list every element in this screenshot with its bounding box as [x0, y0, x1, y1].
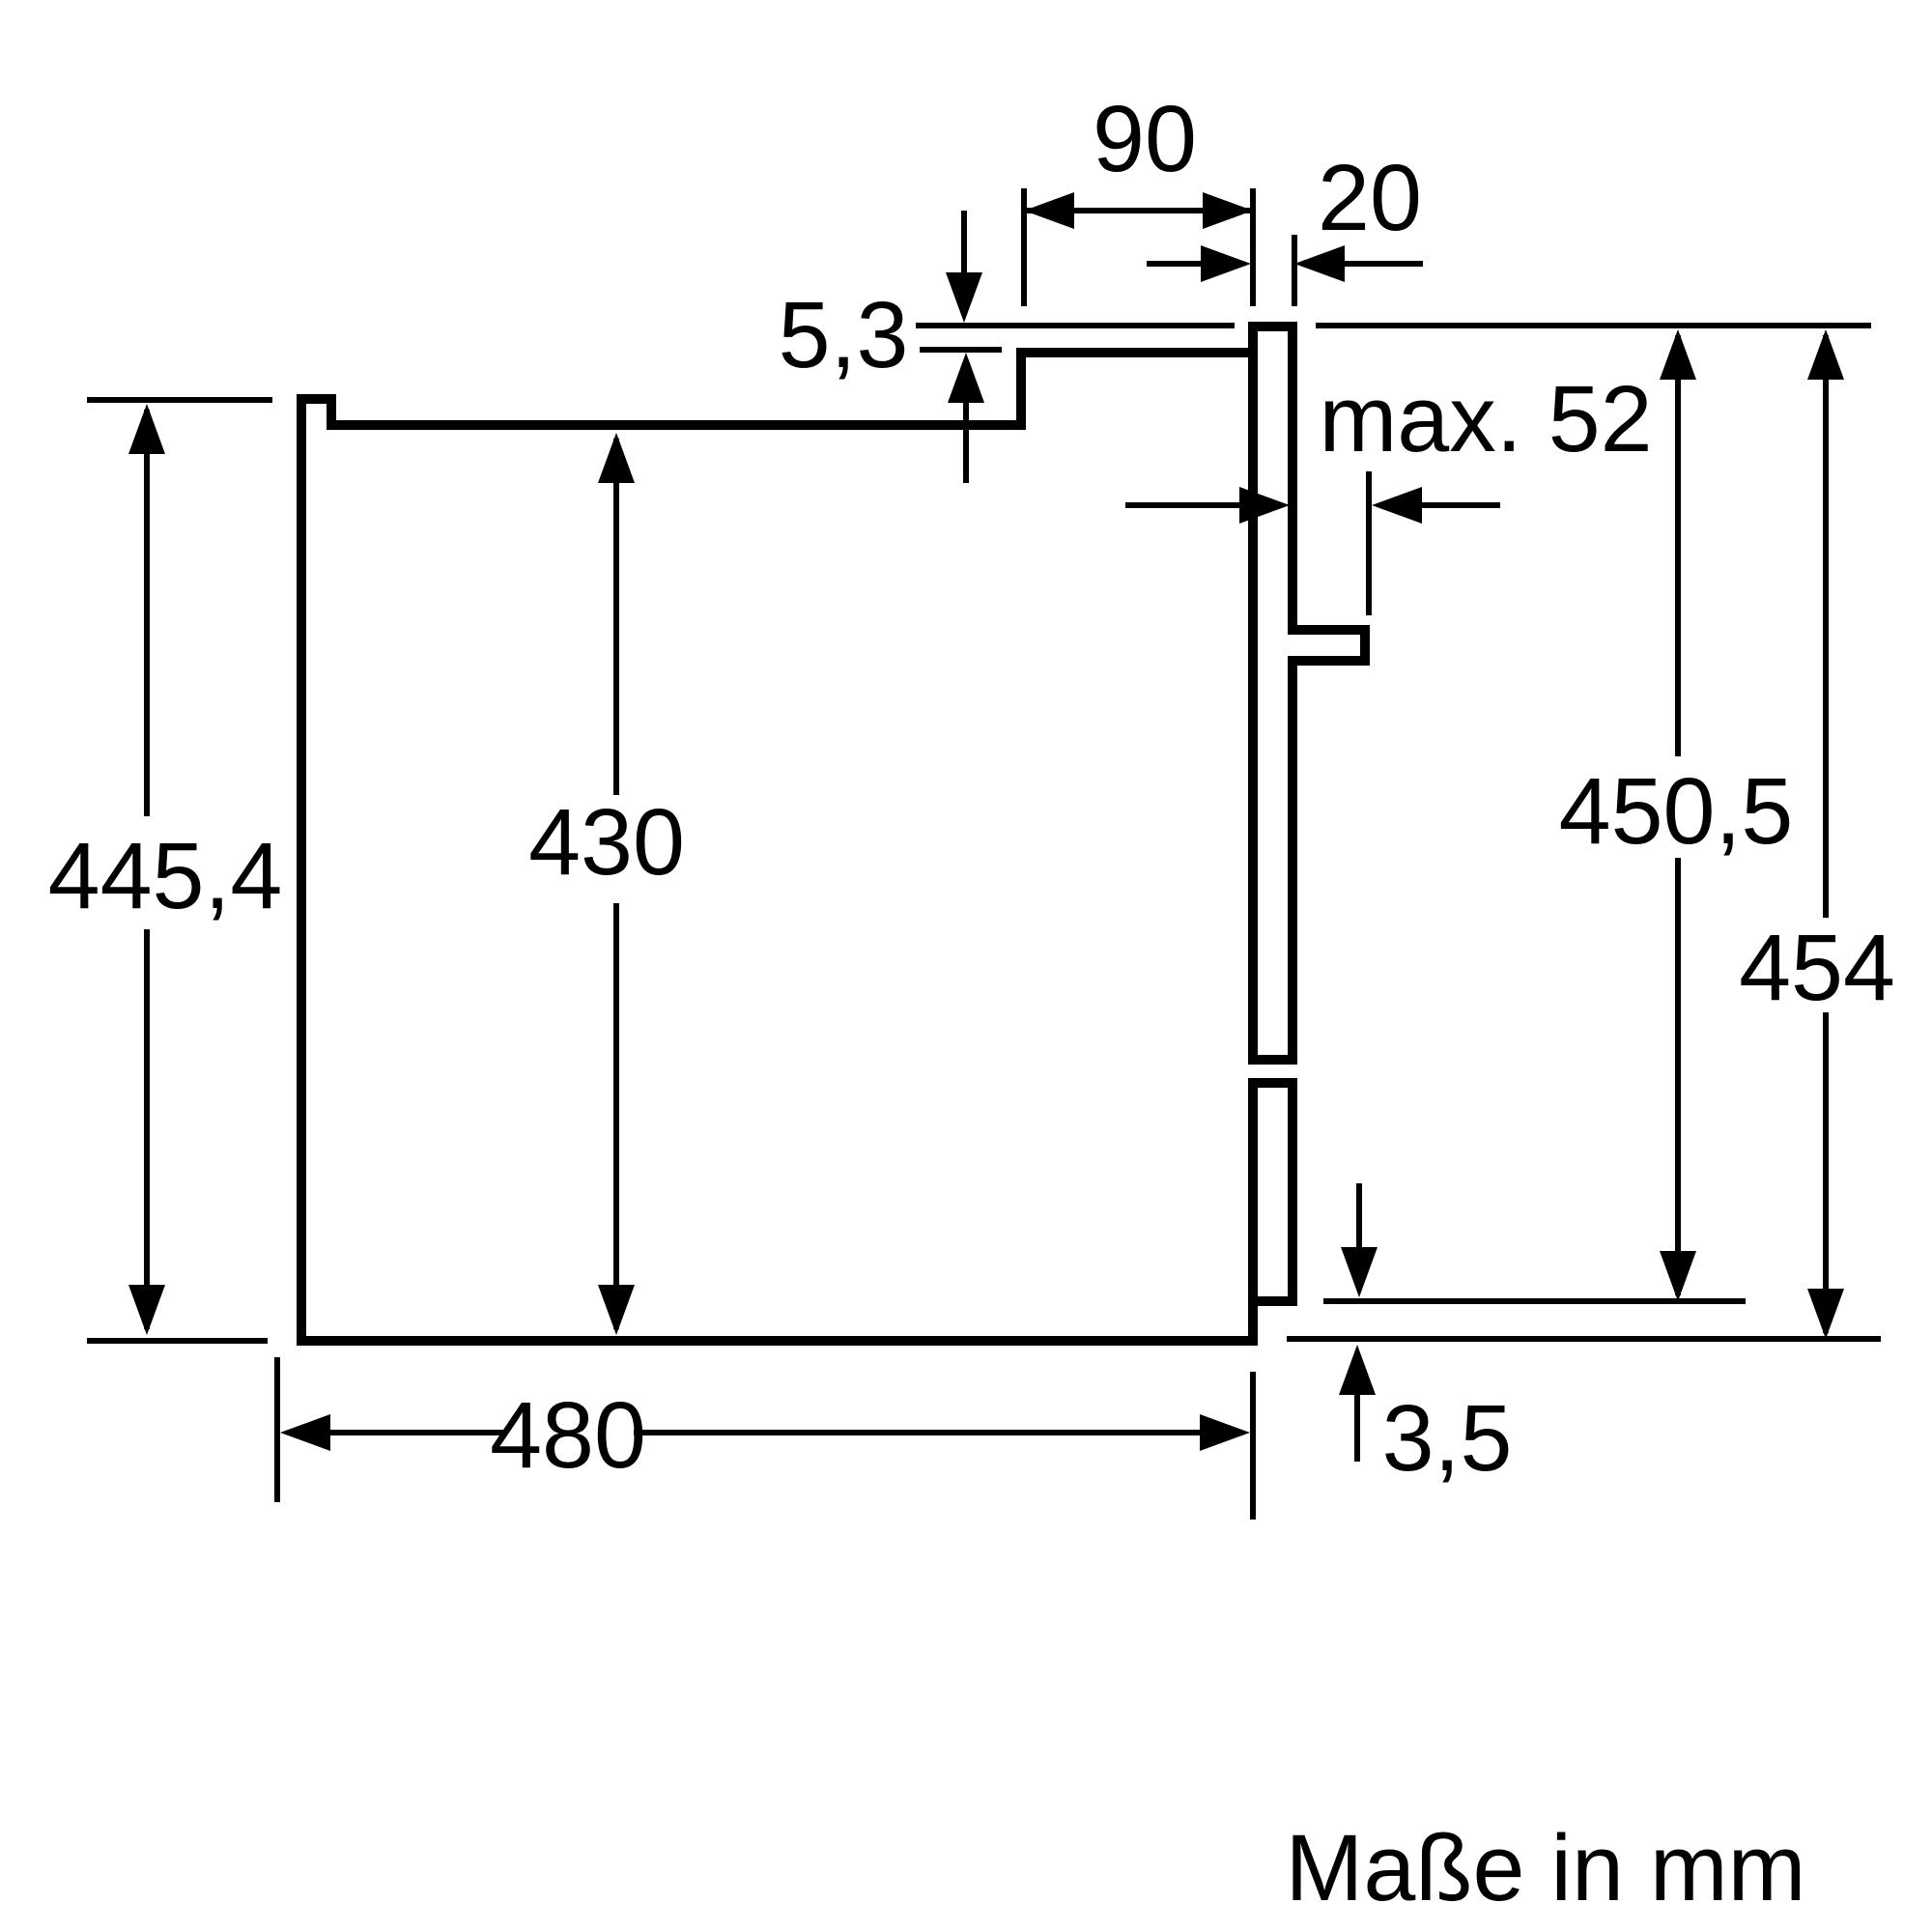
arrow-right: [1200, 1414, 1250, 1451]
dim-front-inner-height: 450,5: [1559, 329, 1794, 1301]
dim-niche-width: 480: [274, 1357, 1256, 1520]
dim-label: 430: [528, 789, 685, 895]
arrow-up: [598, 433, 635, 483]
dim-label: 5,3: [779, 282, 909, 387]
arrow-down: [128, 1285, 165, 1335]
dim-top-gap: 5,3: [779, 211, 1235, 483]
arrow-down: [1807, 1289, 1844, 1339]
arrow-up: [1660, 329, 1696, 380]
arrow-up: [128, 404, 165, 454]
arrow-left: [1024, 192, 1074, 229]
arrow-up: [948, 353, 984, 403]
arrow-down: [598, 1285, 635, 1335]
arrow-right: [1201, 245, 1251, 282]
arrow-up: [1807, 329, 1844, 380]
dim-label: 90: [1093, 86, 1197, 191]
dim-label: max. 52: [1319, 366, 1652, 471]
arrow-left: [280, 1414, 330, 1451]
dim-outer-left-height: 445,4: [48, 397, 283, 1344]
arrow-right: [1203, 192, 1253, 229]
dim-top-recess-width: 90: [1021, 86, 1256, 306]
dim-label: 480: [490, 1382, 646, 1488]
front-panel-tab: [1288, 625, 1370, 666]
dim-label: 3,5: [1382, 1385, 1513, 1491]
dim-front-outer-height: 454: [1739, 329, 1895, 1339]
arrow-down: [1660, 1251, 1696, 1301]
dim-label: 445,4: [48, 823, 283, 928]
cabinet-outline-group: [297, 348, 1258, 1346]
right-reference-lines: [1287, 323, 1881, 1342]
dim-label: 20: [1318, 145, 1422, 250]
arrow-left: [1372, 487, 1422, 524]
unit-note: Maße in mm: [1286, 1815, 1806, 1920]
dim-label: 450,5: [1559, 758, 1794, 864]
dim-bottom-gap: 3,5: [1339, 1183, 1512, 1491]
arrow-up: [1339, 1345, 1376, 1395]
dim-panel-thickness: 20: [1147, 145, 1423, 306]
dim-max-protrusion: max. 52: [1125, 366, 1653, 615]
dim-niche-inner-height: 430: [528, 433, 685, 1335]
front-panel-group: [1248, 322, 1370, 1346]
arrow-down: [1341, 1247, 1378, 1297]
arrow-right: [1239, 487, 1290, 524]
arrow-left: [1294, 245, 1345, 282]
dim-label: 454: [1739, 915, 1895, 1020]
arrow-down: [946, 272, 982, 323]
